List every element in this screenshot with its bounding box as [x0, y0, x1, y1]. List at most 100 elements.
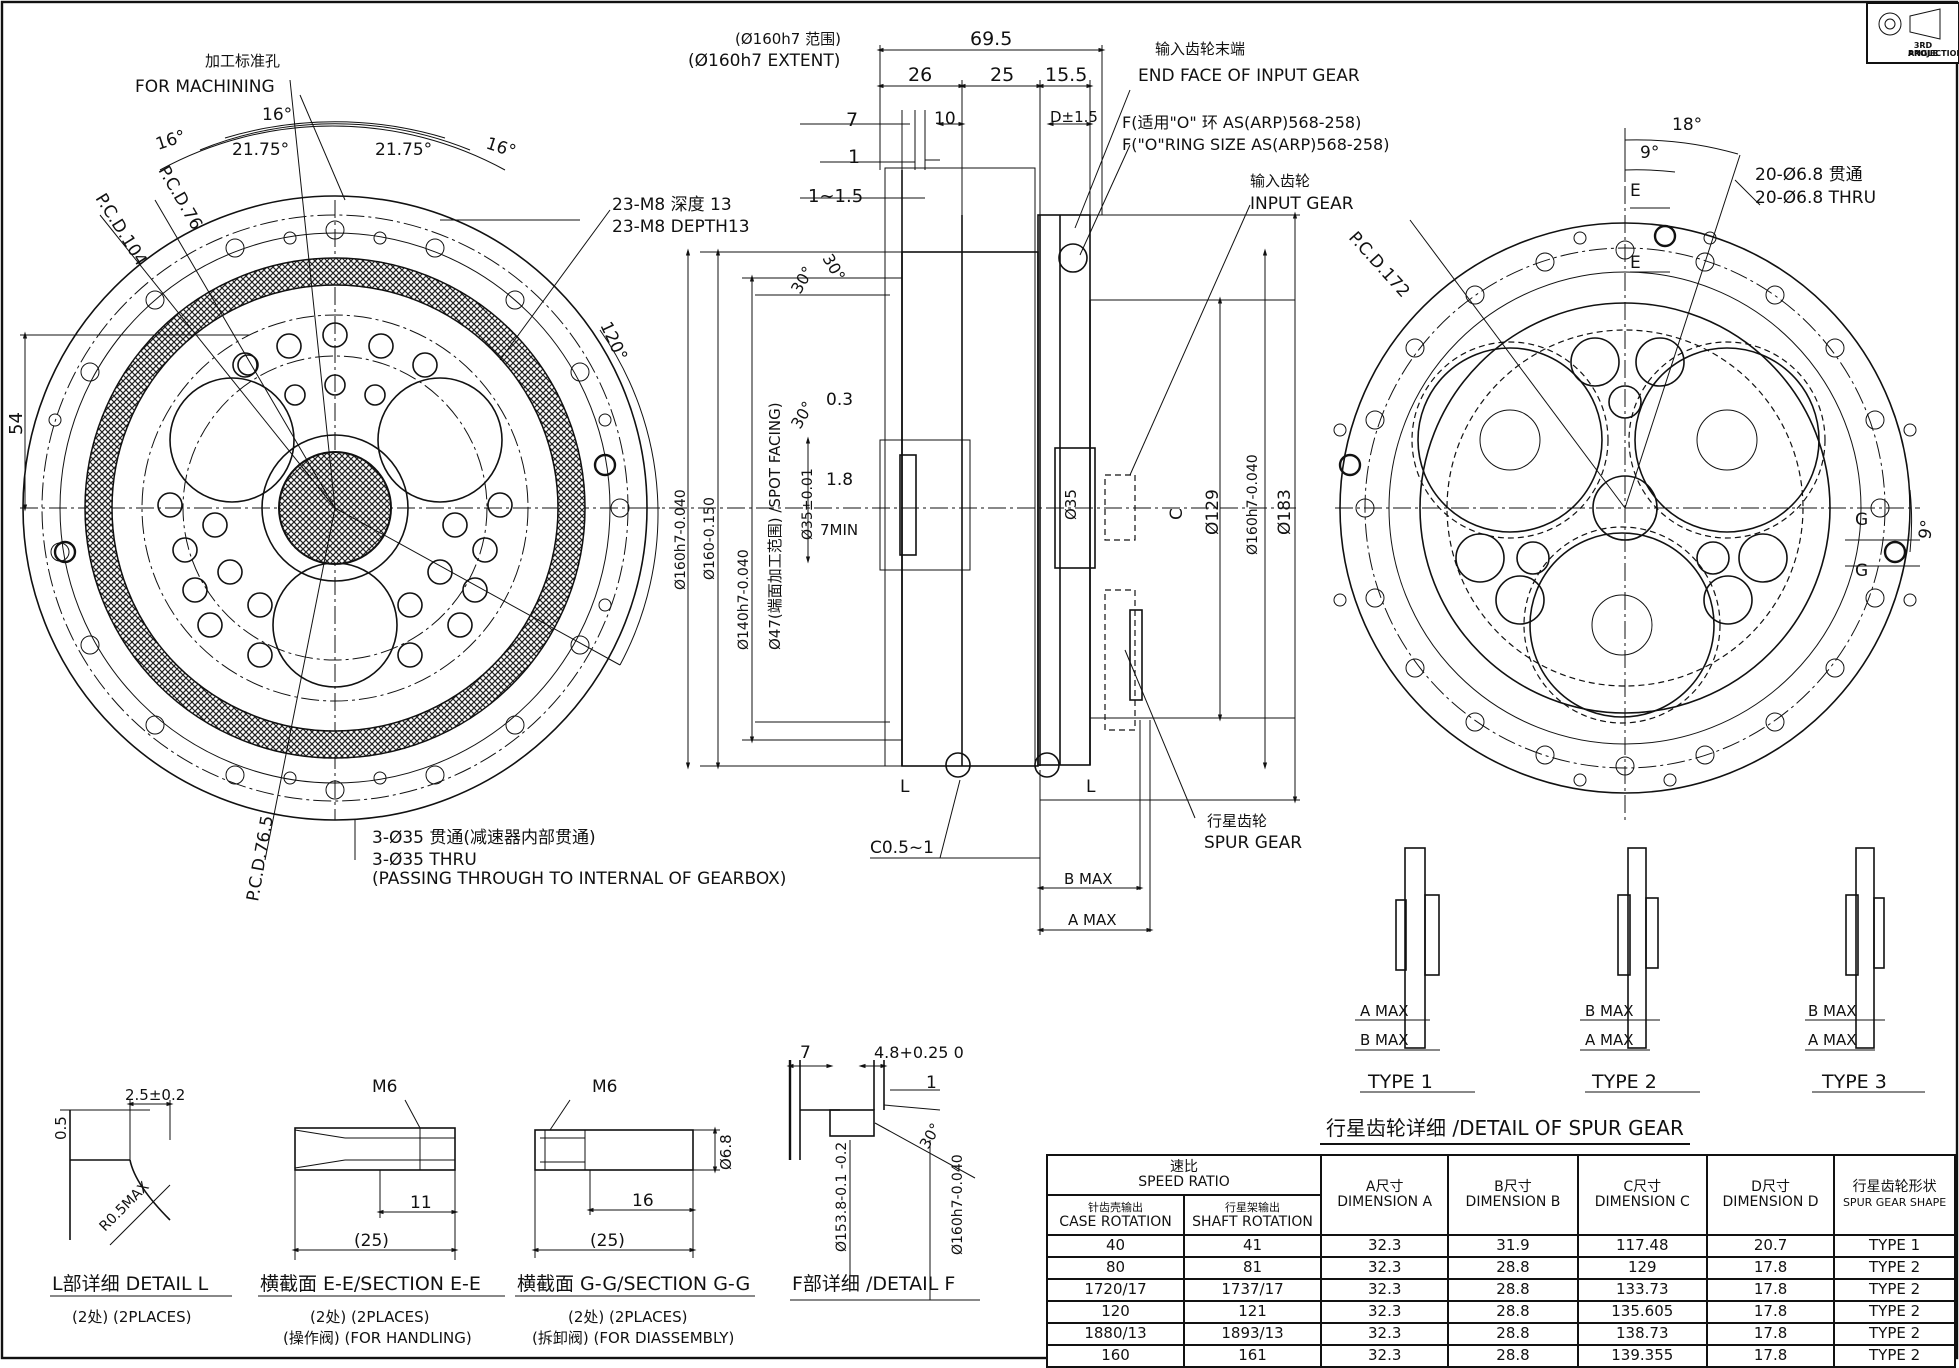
section-e-e	[258, 1099, 505, 1297]
dim-7: 7	[846, 109, 858, 131]
e-25: (25)	[354, 1231, 389, 1251]
spur-table-title: 行星齿轮详细 /DETAIL OF SPUR GEAR	[1320, 1112, 1690, 1145]
tap-cn: 23-M8 深度 13	[612, 195, 732, 215]
detail-l-r05: R0.5MAX	[97, 1179, 153, 1235]
angle-16-right: 16°	[483, 134, 518, 162]
tap-en: 23-M8 DEPTH13	[612, 217, 750, 237]
holes-cn: 20-Ø6.8 贯通	[1755, 165, 1863, 185]
g-25: (25)	[590, 1231, 625, 1251]
detail-l	[50, 1100, 232, 1297]
cell-c: 133.73	[1576, 1278, 1708, 1302]
g-68: Ø6.8	[717, 1134, 735, 1170]
cell-shape: TYPE 1	[1833, 1234, 1956, 1258]
projection-line2: PROJECTION	[1908, 49, 1959, 58]
g-title: 横截面 G-G/SECTION G-G	[517, 1273, 750, 1295]
projection-line1: 3RD ANGLE	[1908, 41, 1939, 58]
dim-10: 10	[934, 109, 956, 129]
f-1538: Ø153.8-0.1 -0.2	[834, 1142, 850, 1252]
front-view	[20, 79, 660, 861]
gear-type-profiles	[1355, 847, 1925, 1093]
type3-second: A MAX	[1808, 1031, 1857, 1049]
g-sub2: (拆卸阀) (FOR DIASSEMBLY)	[532, 1329, 734, 1347]
end-face-cn: 输入齿轮末端	[1155, 40, 1245, 58]
angle-30-b: 30°	[787, 263, 818, 297]
speed-ratio-en: SPEED RATIO	[1138, 1174, 1230, 1190]
pcd76-label: P.C.D.76	[154, 163, 207, 234]
cell-d: 17.8	[1705, 1300, 1836, 1324]
cell-shape: TYPE 2	[1833, 1300, 1956, 1324]
dim-54: 54	[6, 412, 27, 435]
a-max-label: A MAX	[1068, 911, 1117, 929]
cell-a: 32.3	[1320, 1344, 1450, 1368]
cell-a: 32.3	[1320, 1322, 1450, 1346]
case-cn: 针齿壳输出	[1088, 1201, 1143, 1215]
e-label-bottom: E	[1630, 253, 1641, 273]
cell-d: 17.8	[1705, 1278, 1836, 1302]
cell-b: 28.8	[1447, 1344, 1579, 1368]
pcd172-label: P.C.D.172	[1344, 228, 1413, 302]
dim-d-en: DIMENSION D	[1722, 1194, 1819, 1210]
cell-c: 138.73	[1576, 1322, 1708, 1346]
angle-9-side: 9°	[1915, 518, 1938, 541]
cell-shaft: 1737/17	[1183, 1278, 1323, 1302]
section-g-g	[515, 1099, 755, 1297]
cell-case: 120	[1045, 1300, 1186, 1324]
oring-cn: F(适用"O" 环 AS(ARP)568-258)	[1122, 113, 1361, 132]
type2-label: TYPE 2	[1591, 1071, 1657, 1093]
input-gear-cn: 输入齿轮	[1250, 172, 1310, 190]
dim-b-cn: B尺寸	[1494, 1179, 1532, 1196]
cell-b: 28.8	[1447, 1278, 1579, 1302]
dia-183: Ø183	[1275, 489, 1295, 535]
e-sub2: (操作阀) (FOR HANDLING)	[283, 1329, 472, 1347]
angle-16-left: 16°	[153, 126, 188, 154]
dim-d: D±1.5	[1050, 108, 1098, 126]
cell-a: 32.3	[1320, 1300, 1450, 1324]
type1-first: A MAX	[1360, 1002, 1409, 1020]
dim-c-cn: C尺寸	[1623, 1179, 1662, 1196]
dim-b-en: DIMENSION B	[1465, 1194, 1561, 1210]
thru-cn: 3-Ø35 贯通(减速器内部贯通)	[372, 828, 596, 848]
e-11: 11	[410, 1193, 432, 1213]
shaft-cn: 行星架输出	[1225, 1201, 1281, 1215]
l-label-left: L	[900, 777, 910, 797]
cell-c: 129	[1576, 1256, 1708, 1280]
f-48: 4.8+0.25 0	[874, 1043, 964, 1062]
rear-view	[1333, 128, 1920, 820]
cell-shape: TYPE 2	[1833, 1256, 1956, 1280]
l-label-right: L	[1086, 777, 1096, 797]
case-en: CASE ROTATION	[1059, 1214, 1172, 1230]
dim-d-cn: D尺寸	[1751, 1179, 1790, 1196]
g-label-top: G	[1855, 510, 1868, 530]
dia-160-a: Ø160h7-0.040	[673, 489, 689, 590]
cell-case: 160	[1045, 1344, 1186, 1368]
cell-case: 1720/17	[1045, 1278, 1186, 1302]
cell-b: 28.8	[1447, 1300, 1579, 1324]
spur-gear-en: SPUR GEAR	[1204, 833, 1302, 853]
b-max-label: B MAX	[1064, 870, 1113, 888]
cell-d: 17.8	[1705, 1344, 1836, 1368]
dim-155: 15.5	[1045, 64, 1087, 86]
dia-35-a: Ø35±0.01	[800, 468, 816, 540]
pcd765-label: P.C.D.76.5	[243, 814, 278, 903]
type2-first: B MAX	[1585, 1002, 1634, 1020]
dia-129: Ø129	[1203, 489, 1223, 535]
cell-shaft: 161	[1183, 1344, 1323, 1368]
chamfer-label: C0.5~1	[870, 838, 934, 858]
cell-shaft: 1893/13	[1183, 1322, 1323, 1346]
type3-label: TYPE 3	[1821, 1071, 1887, 1093]
angle-18: 18°	[1672, 115, 1702, 135]
cell-shape: TYPE 2	[1833, 1344, 1956, 1368]
dim-1: 1	[848, 146, 860, 168]
angle-120: 120°	[595, 319, 630, 365]
g-m6: M6	[592, 1077, 617, 1097]
